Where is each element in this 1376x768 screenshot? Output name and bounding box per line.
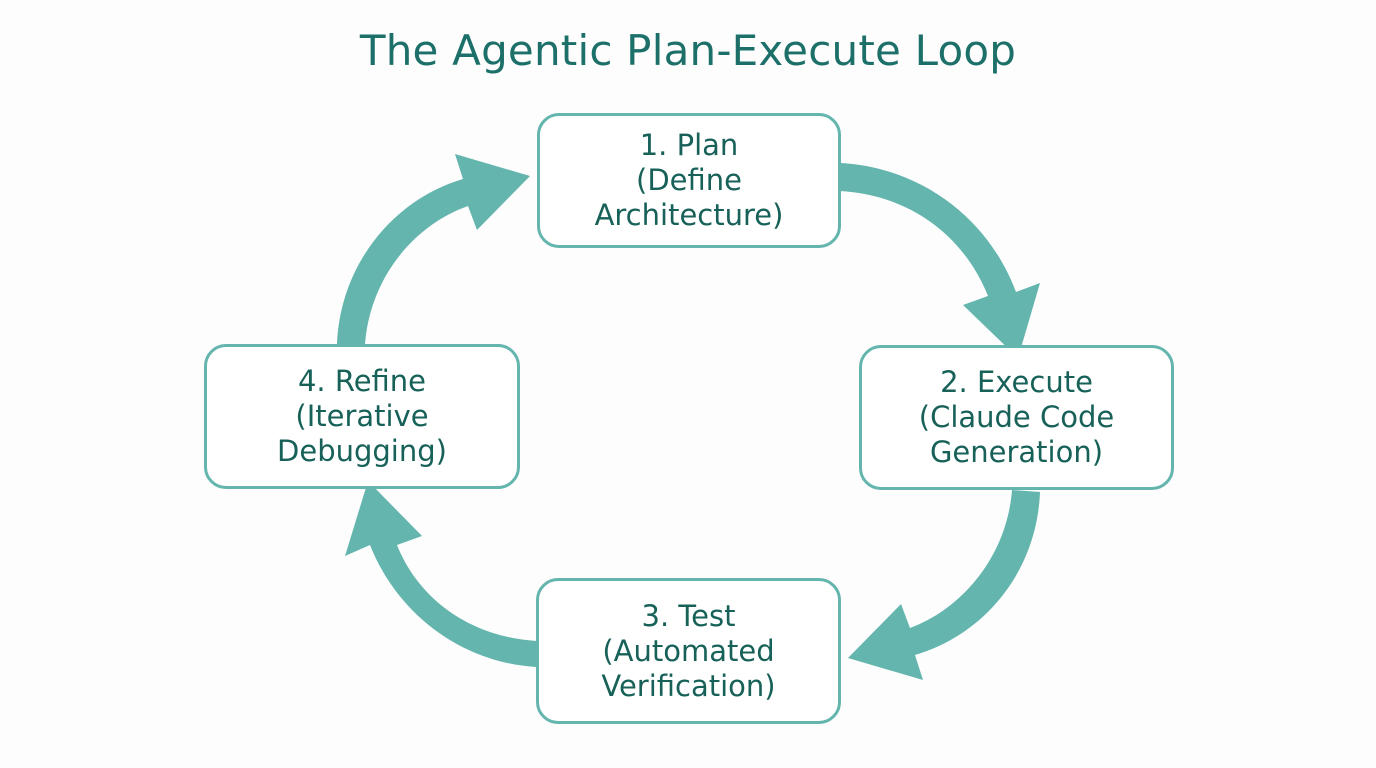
node-plan-detail-2: Architecture) [594, 198, 784, 232]
node-test-detail-1: (Automated [602, 633, 775, 668]
node-plan-detail-1: (Define [636, 163, 742, 197]
node-test-detail-2: Verification) [601, 668, 776, 703]
arrow-plan-to-execute [840, 163, 1040, 358]
node-test[interactable]: 3. Test (Automated Verification) [536, 578, 841, 724]
arrow-test-to-refine [345, 481, 537, 667]
node-test-heading: 3. Test [641, 598, 736, 633]
node-refine-detail-1: (Iterative [295, 399, 429, 433]
node-refine-detail-2: Debugging) [277, 434, 447, 468]
page-title: The Agentic Plan-Execute Loop [359, 26, 1017, 75]
node-refine[interactable]: 4. Refine (Iterative Debugging) [204, 344, 520, 489]
node-execute-detail-2: Generation) [929, 435, 1104, 469]
node-plan-heading: 1. Plan [639, 128, 739, 162]
node-execute-heading: 2. Execute [940, 365, 1093, 399]
node-execute[interactable]: 2. Execute (Claude Code Generation) [859, 345, 1174, 490]
node-refine-heading: 4. Refine [297, 364, 427, 398]
node-plan[interactable]: 1. Plan (Define Architecture) [537, 113, 841, 248]
node-execute-detail-1: (Claude Code [918, 400, 1115, 434]
arrow-execute-to-test [848, 490, 1040, 680]
arrow-refine-to-plan [337, 154, 530, 344]
